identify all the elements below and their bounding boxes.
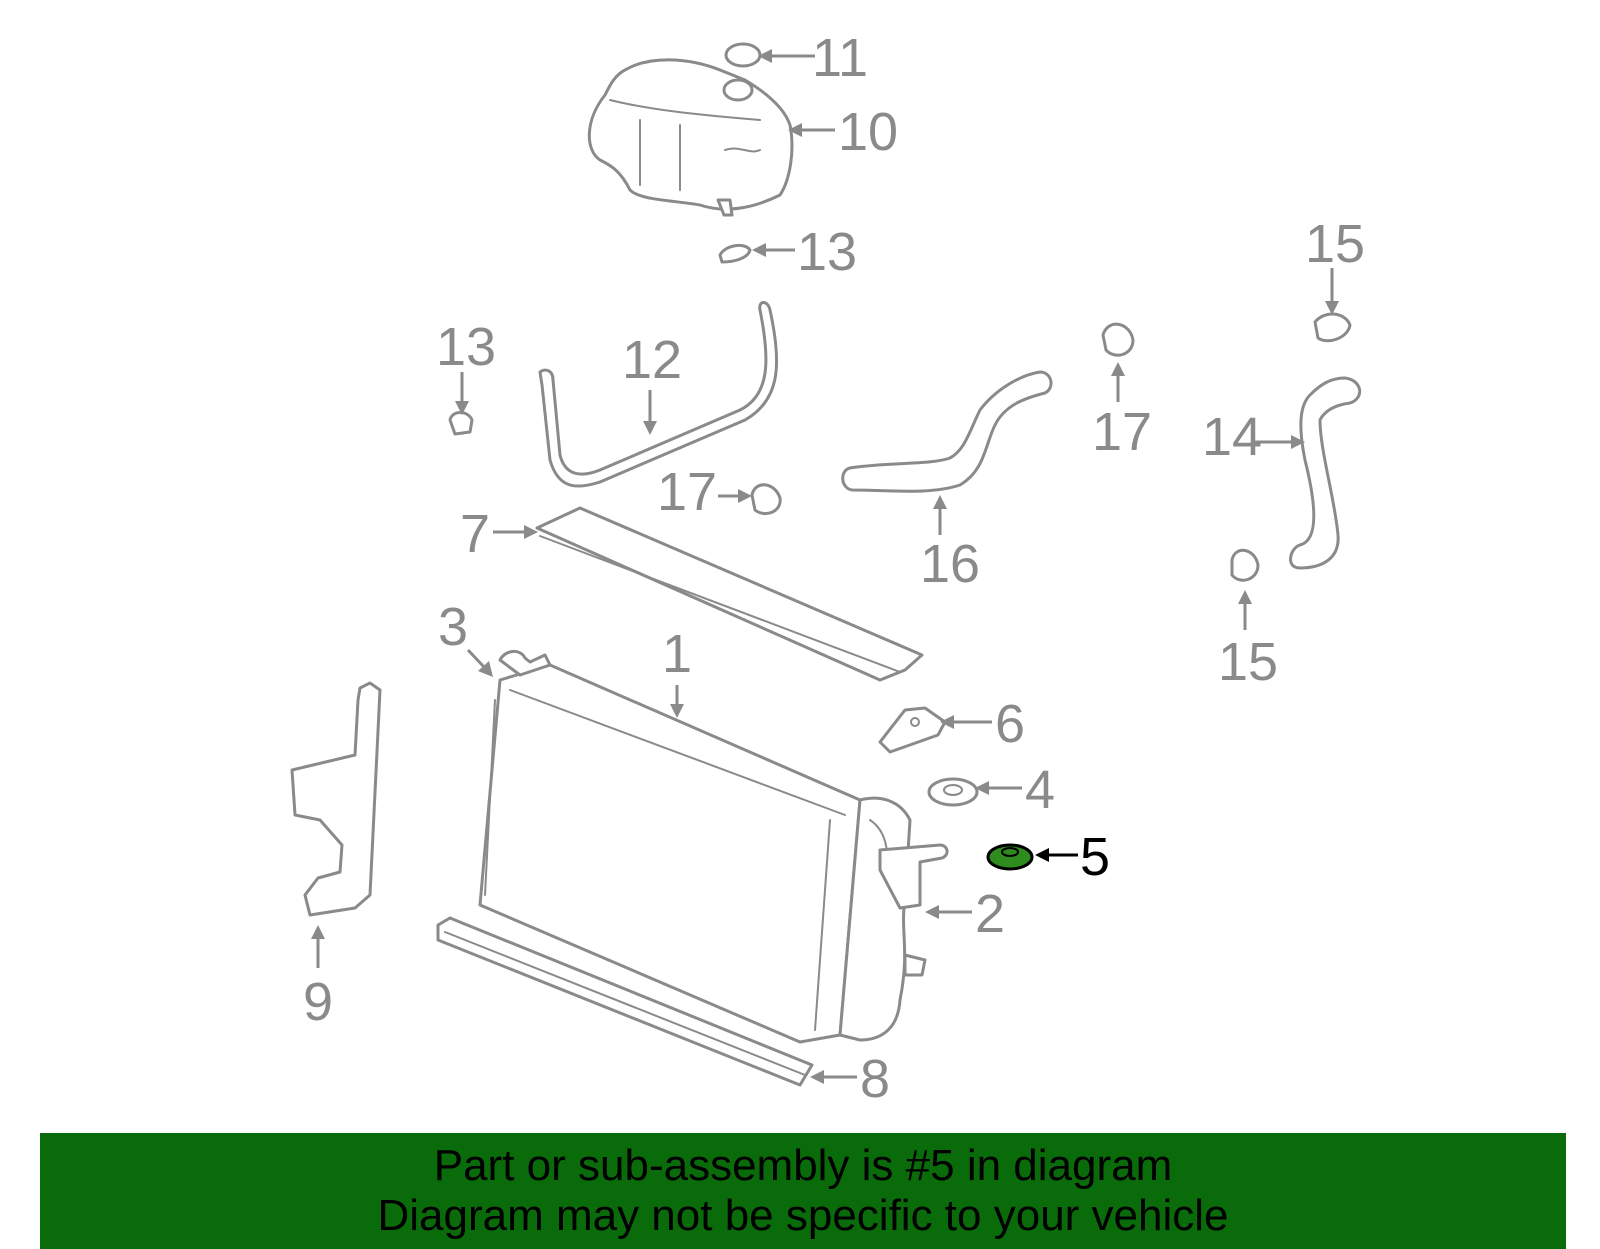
- part-5-insulator-highlighted: [986, 843, 1034, 871]
- callout-10: 10: [838, 102, 898, 162]
- callout-labels: 11 10 13 13 12 17 17 15 14 15 16 7 3 1 6…: [303, 28, 1365, 1109]
- part-1-radiator: [478, 663, 927, 1044]
- part-15-clamp-lower: [1230, 549, 1260, 582]
- part-3-bracket: [498, 650, 552, 677]
- banner-line-2: Diagram may not be specific to your vehi…: [377, 1191, 1229, 1240]
- part-16-lower-hose: [841, 370, 1053, 493]
- callout-15: 15: [1305, 214, 1365, 274]
- part-12-overflow-hose: [538, 301, 779, 488]
- part-17-clamp-left: [750, 483, 782, 515]
- callout-3: 3: [438, 597, 468, 657]
- part-13-clamp-left: [448, 411, 474, 436]
- part-6-bracket: [878, 706, 947, 754]
- callout-7: 7: [460, 504, 490, 564]
- callout-15: 15: [1218, 632, 1278, 692]
- callout-13: 13: [797, 222, 857, 282]
- callout-11: 11: [812, 28, 868, 88]
- callout-17: 17: [1092, 402, 1152, 462]
- banner-line-1: Part or sub-assembly is #5 in diagram: [433, 1141, 1173, 1190]
- part-15-clamp-upper: [1313, 312, 1352, 343]
- part-11-cap: [724, 42, 762, 68]
- callout-13: 13: [436, 317, 496, 377]
- part-9-air-deflector: [290, 681, 382, 917]
- callout-9: 9: [303, 972, 333, 1032]
- callout-17: 17: [657, 462, 717, 522]
- callout-4: 4: [1025, 760, 1055, 820]
- part-4-insulator: [927, 777, 979, 807]
- part-8-lower-seal: [436, 916, 814, 1087]
- callout-12: 12: [622, 330, 682, 390]
- callout-8: 8: [860, 1049, 890, 1109]
- part-10-coolant-reservoir: [587, 58, 794, 217]
- leader-lines: [311, 49, 1339, 1084]
- part-13-clamp-upper: [718, 243, 752, 264]
- callout-5: 5: [1080, 827, 1110, 887]
- part-2-bracket: [878, 843, 949, 910]
- parts-diagram: 11 10 13 13 12 17 17 15 14 15 16 7 3 1 6…: [290, 28, 1365, 1109]
- callout-16: 16: [920, 534, 980, 594]
- callout-1: 1: [662, 624, 692, 684]
- callout-6: 6: [995, 694, 1025, 754]
- part-17-clamp-right: [1101, 322, 1135, 357]
- part-14-upper-hose: [1289, 376, 1361, 570]
- part-7-upper-seal: [535, 506, 924, 682]
- info-banner: Part or sub-assembly is #5 in diagram Di…: [40, 1133, 1566, 1249]
- callout-2: 2: [975, 884, 1005, 944]
- callout-14: 14: [1202, 407, 1262, 467]
